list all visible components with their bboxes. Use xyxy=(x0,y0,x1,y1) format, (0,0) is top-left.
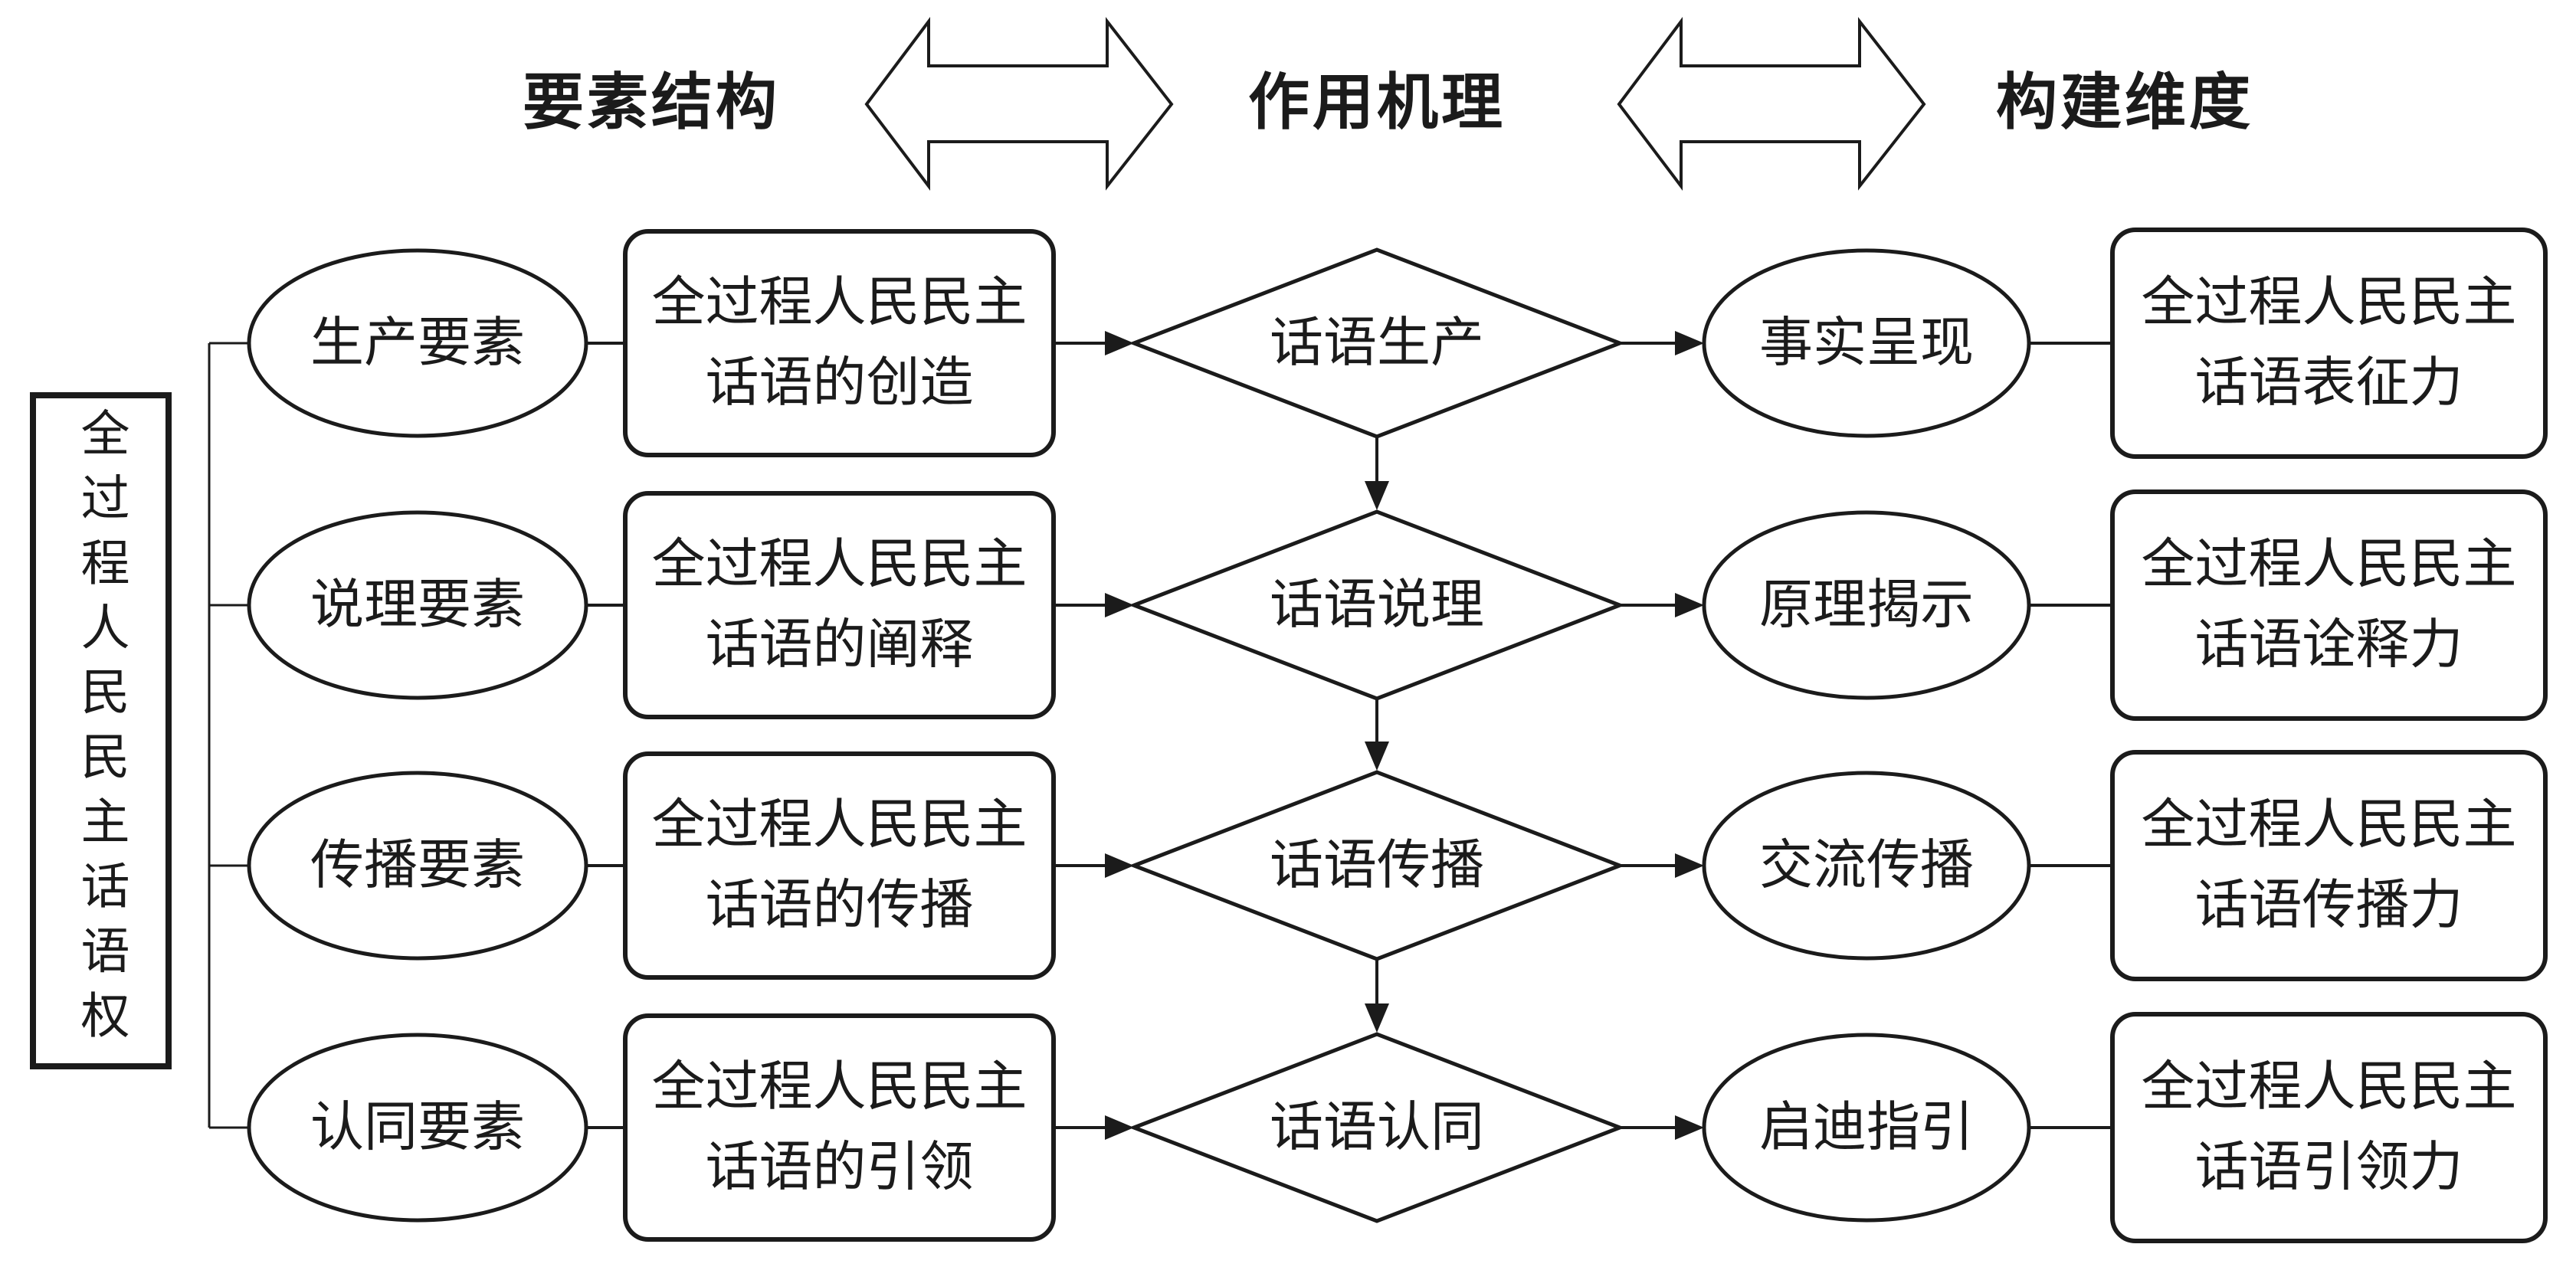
row-4-shapes xyxy=(247,1012,2548,1243)
box-capability-4 xyxy=(2110,1012,2548,1243)
arrow-mechanism-function-3 xyxy=(1620,853,1704,878)
diamond-mechanism-2 xyxy=(1129,509,1625,701)
row-2-shapes xyxy=(247,489,2548,721)
bracket-connector xyxy=(208,342,251,1129)
ellipse-element-1 xyxy=(247,248,588,438)
diamond-mechanism-1 xyxy=(1129,247,1625,439)
row-3-shapes xyxy=(247,750,2548,981)
box-capability-1 xyxy=(2110,228,2548,459)
root-box xyxy=(30,392,172,1069)
arrow-practice-mechanism-3 xyxy=(1054,853,1134,878)
arrow-mechanism-function-4 xyxy=(1620,1115,1704,1140)
ellipse-function-1 xyxy=(1702,248,2031,438)
ellipse-function-3 xyxy=(1702,771,2031,961)
arrow-mechanism-down-3 xyxy=(1365,959,1389,1033)
box-capability-3 xyxy=(2110,750,2548,981)
box-capability-2 xyxy=(2110,489,2548,721)
box-practice-2 xyxy=(623,491,1056,719)
box-practice-4 xyxy=(623,1013,1056,1242)
double-arrow-icon-left xyxy=(864,17,1174,191)
diamond-mechanism-3 xyxy=(1129,770,1625,961)
arrow-mechanism-function-1 xyxy=(1620,331,1704,355)
arrow-practice-mechanism-1 xyxy=(1054,331,1134,355)
arrow-mechanism-function-2 xyxy=(1620,593,1704,617)
diamond-mechanism-4 xyxy=(1129,1032,1625,1223)
box-practice-1 xyxy=(623,229,1056,457)
ellipse-element-2 xyxy=(247,510,588,700)
ellipse-function-4 xyxy=(1702,1033,2031,1223)
arrow-practice-mechanism-4 xyxy=(1054,1115,1134,1140)
arrow-mechanism-down-1 xyxy=(1365,437,1389,510)
ellipse-element-3 xyxy=(247,771,588,961)
arrow-practice-mechanism-2 xyxy=(1054,593,1134,617)
box-practice-3 xyxy=(623,751,1056,980)
ellipse-function-2 xyxy=(1702,510,2031,700)
ellipse-element-4 xyxy=(247,1033,588,1223)
double-arrow-icon-right xyxy=(1617,17,1926,191)
arrow-mechanism-down-2 xyxy=(1365,699,1389,771)
row-1-shapes xyxy=(247,228,2548,459)
